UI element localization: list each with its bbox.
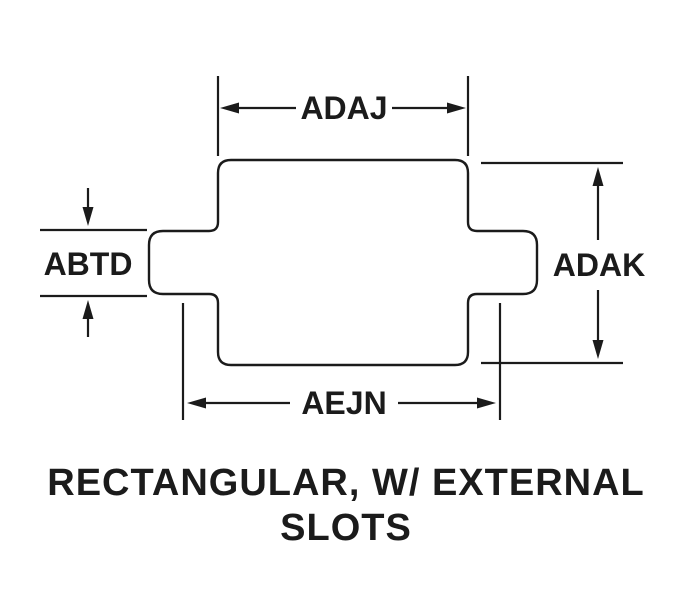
dim-label-abtd: ABTD	[44, 246, 133, 282]
dim-label-adak: ADAK	[553, 247, 645, 283]
caption-line2: SLOTS	[280, 507, 412, 549]
arrowhead-right	[477, 397, 496, 409]
arrowhead-down	[82, 207, 94, 226]
dimension-adak: ADAK	[481, 161, 645, 365]
arrowhead-up	[592, 167, 604, 186]
part-outline	[147, 158, 539, 367]
dim-label-adaj: ADAJ	[300, 90, 387, 126]
dimension-adaj: ADAJ	[216, 76, 470, 156]
arrowhead-left	[187, 397, 206, 409]
arrowhead-left	[220, 102, 239, 114]
arrowhead-down	[592, 340, 604, 359]
dim-label-aejn: AEJN	[301, 385, 386, 421]
caption-line1: RECTANGULAR, W/ EXTERNAL	[47, 462, 645, 504]
caption: RECTANGULAR, W/ EXTERNAL SLOTS	[47, 462, 645, 549]
dimension-aejn: AEJN	[181, 303, 502, 421]
arrowhead-up	[82, 300, 94, 319]
arrowhead-right	[447, 102, 466, 114]
dimension-abtd: ABTD	[40, 188, 147, 337]
